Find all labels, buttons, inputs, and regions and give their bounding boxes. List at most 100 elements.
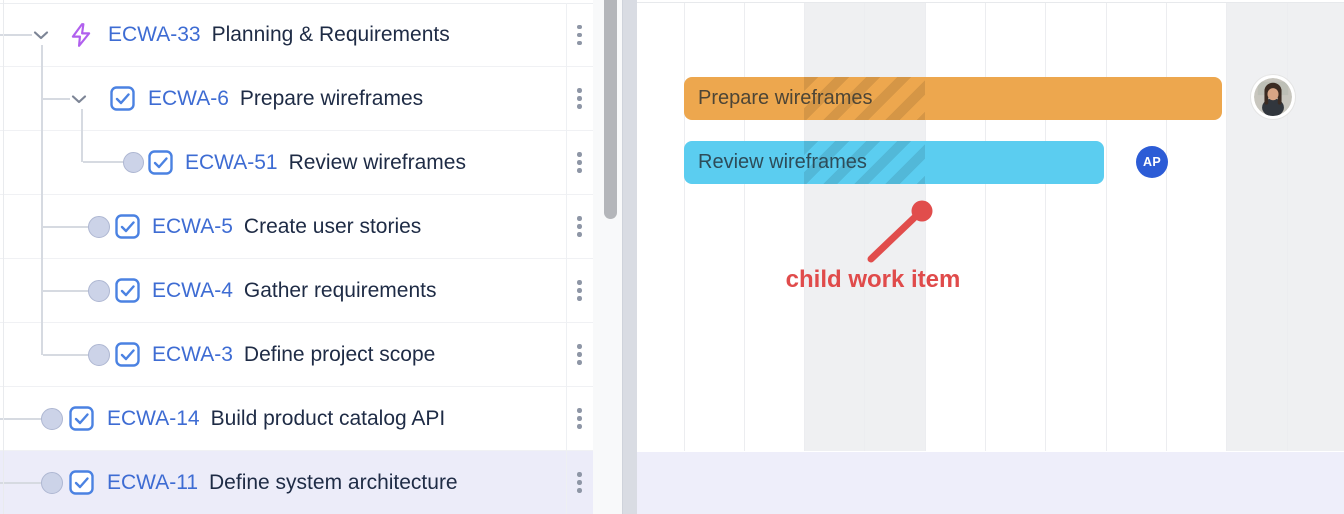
selected-row-strip [637,452,1344,514]
row-name-cell: ECWA-14 Build product catalog API [0,387,566,450]
day-grid-line [1045,2,1046,451]
chevron-down-icon[interactable] [69,89,89,109]
tree-connector-line [0,482,41,484]
issue-title: Define project scope [243,342,436,366]
task-checkbox-icon[interactable] [115,278,140,303]
tree-connector-line [43,98,70,100]
row-actions-cell [566,4,593,66]
issue-title: Create user stories [243,214,422,238]
gantt-bar-prepare-wireframes[interactable]: Prepare wireframes [684,77,1222,120]
panel-top-border [637,2,1344,3]
panel-resize-divider[interactable] [622,0,637,514]
more-actions-icon[interactable] [573,468,586,497]
issue-key-link[interactable]: ECWA-3 [152,342,233,366]
issue-key-link[interactable]: ECWA-11 [107,470,199,494]
task-checkbox-icon[interactable] [69,470,94,495]
drag-handle-circle[interactable] [88,343,110,366]
issue-title: Define system architecture [209,470,458,494]
tree-connector-line [43,354,88,356]
panel-edge-line [3,0,4,514]
more-actions-icon[interactable] [573,340,586,369]
row-actions-cell [566,259,593,322]
day-grid-line [744,2,745,451]
day-grid-line [804,2,805,451]
day-grid-line [864,2,865,451]
gantt-bar-review-wireframes[interactable]: Review wireframes [684,141,1104,184]
issue-key-link[interactable]: ECWA-14 [107,406,200,430]
row-name-cell: ECWA-3 Define project scope [0,323,566,386]
drag-handle-circle[interactable] [88,215,110,238]
issue-key-link[interactable]: ECWA-4 [152,278,233,302]
tree-connector-line [43,290,88,292]
tree-connector-line [81,109,83,162]
work-item-tree-panel: ECWA-33 Planning & Requirements ECWA-6 [0,0,622,514]
non-working-days-hatch [804,141,925,184]
bar-label: Prepare wireframes [698,87,873,109]
more-actions-icon[interactable] [573,148,586,177]
column-border [566,3,567,514]
day-grid-line [1166,2,1167,451]
scrollbar-thumb[interactable] [604,0,617,219]
tree-row-ecwa-14[interactable]: ECWA-14 Build product catalog API [0,387,593,451]
day-grid-line [684,2,685,451]
row-actions-cell [566,195,593,258]
task-checkbox-icon[interactable] [69,406,94,431]
gantt-timeline-panel: Prepare wireframes Review wireframes AP … [637,0,1344,514]
issue-key-link[interactable]: ECWA-6 [148,86,229,110]
issue-key-link[interactable]: ECWA-51 [185,150,278,174]
tree-row-ecwa-6[interactable]: ECWA-6 Prepare wireframes [0,67,593,131]
task-checkbox-icon[interactable] [148,150,173,175]
issue-title: Build product catalog API [210,406,446,430]
tree-row-ecwa-51[interactable]: ECWA-51 Review wireframes [0,131,593,195]
day-grid-line [1226,2,1227,451]
row-actions-cell [566,451,593,514]
annotation-label: child work item [785,266,961,293]
row-name-cell: ECWA-33 Planning & Requirements [0,4,566,66]
issue-key-link[interactable]: ECWA-33 [108,23,201,46]
row-actions-cell [566,67,593,130]
bar-label: Review wireframes [698,151,867,173]
more-actions-icon[interactable] [573,212,586,241]
task-checkbox-icon[interactable] [110,86,135,111]
drag-handle-circle[interactable] [41,471,63,494]
row-name-cell: ECWA-5 Create user stories [0,195,566,258]
row-name-cell: ECWA-11 Define system architecture [0,451,566,514]
tree-row-ecwa-11[interactable]: ECWA-11 Define system architecture [0,451,593,514]
annotation-arrow [867,200,933,263]
non-working-days-hatch [804,77,925,120]
day-grid-line [1287,2,1288,451]
row-name-cell: ECWA-4 Gather requirements [0,259,566,322]
more-actions-icon[interactable] [573,84,586,113]
epic-icon [68,22,94,48]
row-actions-cell [566,131,593,194]
tree-row-ecwa-3[interactable]: ECWA-3 Define project scope [0,323,593,387]
task-checkbox-icon[interactable] [115,214,140,239]
tree-connector-line [0,34,32,36]
chevron-down-icon[interactable] [31,25,51,45]
tree-connector-line [43,226,88,228]
tree-row-ecwa-4[interactable]: ECWA-4 Gather requirements [0,259,593,323]
task-checkbox-icon[interactable] [115,342,140,367]
drag-handle-circle[interactable] [41,407,63,430]
tree-row-ecwa-33[interactable]: ECWA-33 Planning & Requirements [0,3,593,67]
issue-title: Planning & Requirements [211,23,450,46]
more-actions-icon[interactable] [573,404,586,433]
more-actions-icon[interactable] [573,21,586,50]
tree-row-ecwa-5[interactable]: ECWA-5 Create user stories [0,195,593,259]
issue-title: Gather requirements [243,278,437,302]
tree-connector-line [83,161,123,163]
row-name-cell: ECWA-6 Prepare wireframes [0,67,566,130]
assignee-avatar-initials[interactable]: AP [1136,146,1168,178]
day-grid-line [985,2,986,451]
day-grid-line [925,2,926,451]
more-actions-icon[interactable] [573,276,586,305]
issue-key-link[interactable]: ECWA-5 [152,214,233,238]
tree-connector-line [41,45,43,355]
issue-title: Review wireframes [288,150,466,174]
row-name-cell: ECWA-51 Review wireframes [0,131,566,194]
drag-handle-circle[interactable] [123,152,144,173]
drag-handle-circle[interactable] [88,279,110,302]
row-actions-cell [566,323,593,386]
assignee-avatar-photo[interactable] [1251,75,1295,119]
